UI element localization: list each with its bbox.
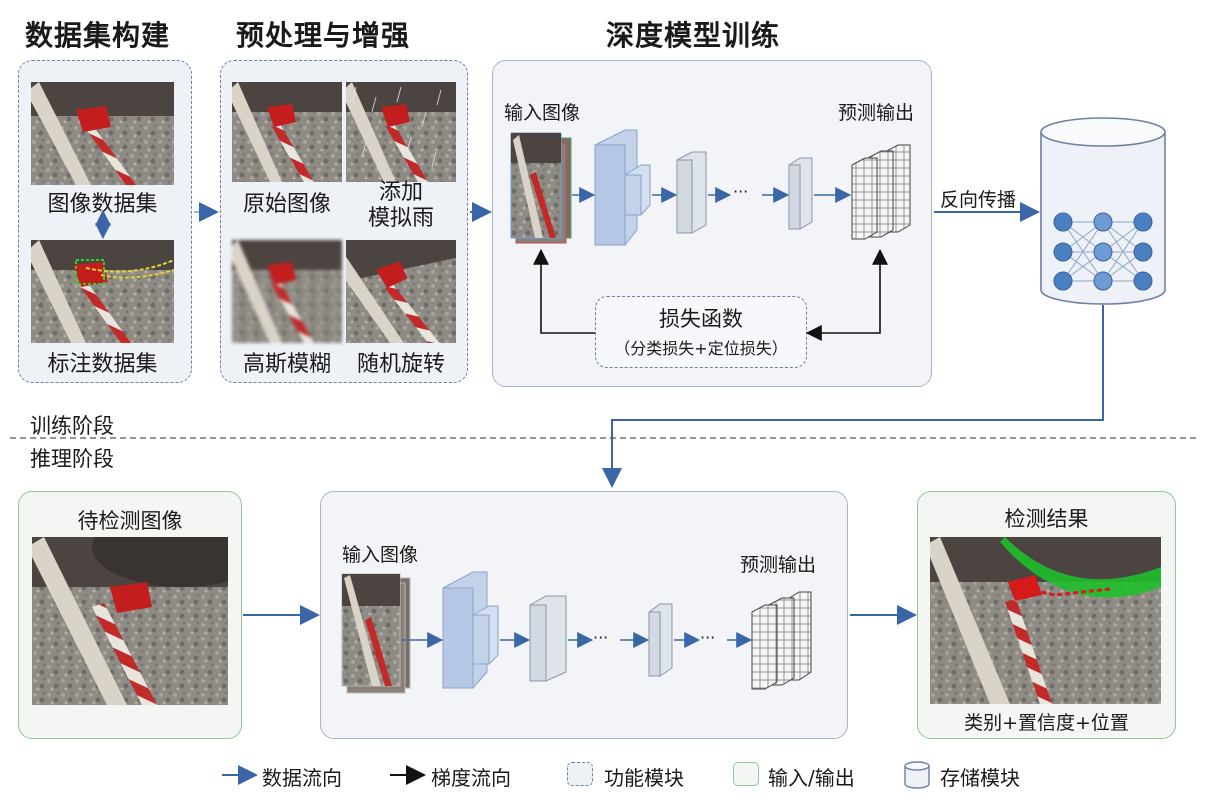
params-title: 模型参数 xyxy=(1063,166,1140,188)
train-input-label: 输入图像 xyxy=(504,102,581,124)
dataset-image-sample xyxy=(31,82,174,185)
legend-func-module-swatch xyxy=(567,762,593,786)
labeled-dataset-label: 标注数据集 xyxy=(47,352,158,377)
result-title: 检测结果 xyxy=(1004,507,1089,531)
backprop-label: 反向传播 xyxy=(940,189,1017,211)
legend-io-label: 输入/输出 xyxy=(768,766,855,790)
to-detect-title: 待检测图像 xyxy=(77,509,183,533)
result-caption: 类别+置信度+位置 xyxy=(964,712,1129,734)
infer-input-label: 输入图像 xyxy=(342,544,419,566)
image-dataset-label: 图像数据集 xyxy=(47,192,158,217)
legend-io-swatch xyxy=(733,762,759,786)
legend-func-module-label: 功能模块 xyxy=(604,766,684,790)
rain-image-sample xyxy=(346,82,456,182)
train-output-label: 预测输出 xyxy=(838,102,915,124)
legend-grad-flow-label: 梯度流向 xyxy=(431,766,511,790)
original-image-label: 原始图像 xyxy=(242,192,331,217)
inference-module xyxy=(320,491,848,739)
rotate-label: 随机旋转 xyxy=(356,352,445,377)
infer-output-label: 预测输出 xyxy=(740,554,817,576)
labeled-dataset-sample xyxy=(31,240,174,343)
params-nodes xyxy=(1053,212,1153,291)
params-subtitle: （权重） xyxy=(1063,190,1140,212)
infer-ellipsis-1: ··· xyxy=(593,628,609,647)
train-phase-label: 训练阶段 xyxy=(30,414,114,438)
rotate-image-sample xyxy=(346,240,456,343)
section-title-training: 深度模型训练 xyxy=(606,19,781,52)
infer-phase-label: 推理阶段 xyxy=(30,447,114,471)
to-detect-image xyxy=(32,537,228,705)
loss-function-subtitle: （分类损失+定位损失） xyxy=(614,339,788,358)
rain-label-line1: 添加 xyxy=(378,180,423,205)
params-network xyxy=(1062,221,1144,282)
legend-storage-icon xyxy=(904,761,930,789)
legend-storage-label: 存储模块 xyxy=(940,766,1020,790)
train-ellipsis: ··· xyxy=(733,182,749,201)
rain-label-line2: 模拟雨 xyxy=(367,206,434,231)
section-title-preprocess: 预处理与增强 xyxy=(236,19,411,52)
gaussian-label: 高斯模糊 xyxy=(242,352,331,377)
original-image-sample xyxy=(232,82,342,182)
legend-data-flow-label: 数据流向 xyxy=(262,766,342,790)
infer-ellipsis-2: ··· xyxy=(700,628,716,647)
section-title-dataset: 数据集构建 xyxy=(25,19,171,52)
rain-image-label: 添加 模拟雨 xyxy=(346,180,456,232)
gaussian-image-sample xyxy=(232,240,342,343)
loss-function-title: 损失函数 xyxy=(659,307,743,331)
result-image xyxy=(930,537,1161,704)
